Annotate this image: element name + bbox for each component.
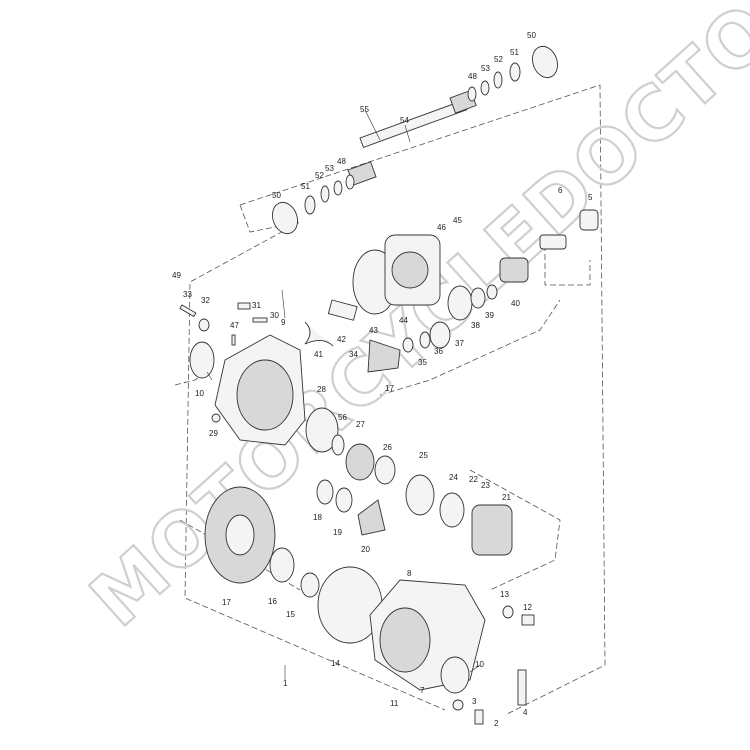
- callout-46: 46: [437, 223, 446, 232]
- callout-49: 49: [172, 271, 181, 280]
- callout-54: 54: [400, 116, 409, 125]
- callout-10-upper: 10: [195, 389, 204, 398]
- callout-17-upper: 17: [385, 384, 394, 393]
- callout-4: 4: [523, 708, 528, 717]
- callout-42: 42: [337, 335, 346, 344]
- input-housing-group: [304, 209, 599, 373]
- callout-52-lower: 52: [315, 171, 324, 180]
- callout-56: 56: [338, 413, 347, 422]
- callout-36: 36: [434, 347, 443, 356]
- callout-34: 34: [349, 350, 358, 359]
- callout-6: 6: [558, 186, 563, 195]
- callout-18: 18: [313, 513, 322, 522]
- callout-8: 8: [407, 569, 412, 578]
- callout-53-lower: 53: [325, 164, 334, 173]
- callout-47: 47: [230, 321, 239, 330]
- callout-51-upper: 51: [510, 48, 519, 57]
- callout-15: 15: [286, 610, 295, 619]
- callout-43: 43: [369, 326, 378, 335]
- callout-20: 20: [361, 545, 370, 554]
- callout-48-lower: 48: [337, 157, 346, 166]
- callout-22: 22: [469, 475, 478, 484]
- callout-35: 35: [418, 358, 427, 367]
- callout-23: 23: [481, 481, 490, 490]
- callout-5: 5: [588, 193, 593, 202]
- callout-16: 16: [268, 597, 277, 606]
- callout-14: 14: [331, 659, 340, 668]
- callout-10-lower: 10: [475, 660, 484, 669]
- leader-lines: [206, 109, 481, 680]
- callout-50-lower: 50: [272, 191, 281, 200]
- callout-24: 24: [449, 473, 458, 482]
- callout-3: 3: [472, 697, 477, 706]
- callout-33: 33: [183, 290, 192, 299]
- callout-25: 25: [419, 451, 428, 460]
- callout-32: 32: [201, 296, 210, 305]
- callout-13: 13: [500, 590, 509, 599]
- callout-48-upper: 48: [468, 72, 477, 81]
- lower-housing: [369, 579, 535, 725]
- callout-44: 44: [399, 316, 408, 325]
- callout-26: 26: [383, 443, 392, 452]
- callout-52-upper: 52: [494, 55, 503, 64]
- callout-39: 39: [485, 311, 494, 320]
- callout-45: 45: [453, 216, 462, 225]
- callout-17-lower: 17: [222, 598, 231, 607]
- callout-51-lower: 51: [301, 182, 310, 191]
- callout-12: 12: [523, 603, 532, 612]
- callout-11: 11: [390, 699, 399, 708]
- callout-55: 55: [360, 105, 369, 114]
- drive-shaft-assembly: [272, 45, 558, 235]
- callout-53-upper: 53: [481, 64, 490, 73]
- callout-labels: 1 2 3 4 5 6 7 8 9 10 10 11 12 13 14 15 1…: [172, 31, 593, 728]
- small-hardware: [179, 302, 268, 423]
- callout-38: 38: [471, 321, 480, 330]
- callout-1: 1: [283, 679, 288, 688]
- main-housing: [189, 334, 345, 456]
- callout-30: 30: [270, 311, 279, 320]
- callout-41: 41: [314, 350, 323, 359]
- callout-2: 2: [494, 719, 499, 728]
- callout-29: 29: [209, 429, 218, 438]
- callout-40: 40: [511, 299, 520, 308]
- callout-31: 31: [252, 301, 261, 310]
- callout-21: 21: [502, 493, 511, 502]
- callout-9: 9: [281, 318, 286, 327]
- callout-7: 7: [420, 686, 425, 695]
- callout-19: 19: [333, 528, 342, 537]
- callout-28: 28: [317, 385, 326, 394]
- callout-27: 27: [356, 420, 365, 429]
- callout-50-upper: 50: [527, 31, 536, 40]
- watermark-text: MOTORCYCLEDOCTOR: [74, 0, 750, 643]
- callout-37: 37: [455, 339, 464, 348]
